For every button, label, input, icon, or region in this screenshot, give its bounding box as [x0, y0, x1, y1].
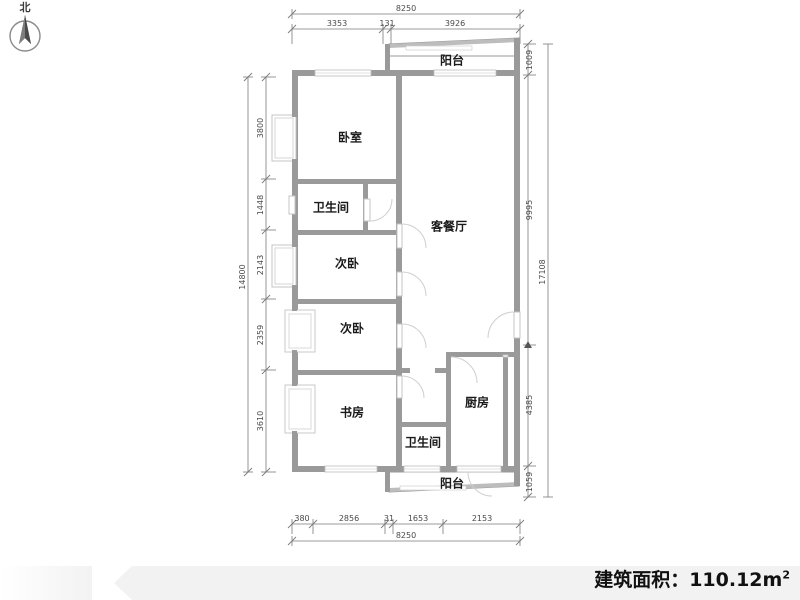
building-area-exponent: 2: [782, 568, 790, 582]
building-area-value: 110.12: [689, 569, 763, 591]
dim-left-overall: 14800: [238, 264, 247, 289]
dim-left-seg-4: 3610: [256, 411, 265, 431]
bay-window-study: [284, 381, 316, 436]
compass-north-label: 北: [19, 1, 31, 14]
door-kitchen: [450, 354, 509, 384]
door-entry: [487, 311, 521, 339]
dim-right-overall: 17108: [538, 259, 547, 284]
room-kitchen: 厨房: [465, 395, 489, 410]
dim-right-seg-3: 1059: [525, 472, 534, 492]
dimension-group-left: 14800 3800 1448 2143 2359 3610: [238, 72, 276, 477]
door-living-dining-upper: [396, 223, 427, 249]
compass-rose: 北: [2, 2, 48, 58]
dim-top-seg-1: 131: [379, 19, 394, 28]
bay-window-bedroom-2: [271, 243, 297, 289]
room-bathroom-2: 卫生间: [405, 435, 441, 450]
room-secondary-bedroom-2: 次卧: [340, 321, 364, 336]
bay-windows-group: [271, 113, 316, 436]
door-bathroom-1: [363, 198, 393, 222]
compass-north-icon: [9, 15, 41, 52]
dim-left-seg-0: 3800: [256, 118, 265, 138]
dimension-group-right: 1009 9995 4385 1059 17108: [523, 39, 553, 502]
walls-group: [292, 37, 520, 493]
bay-window-master-bedroom: [271, 113, 297, 163]
building-area-unit: m: [762, 569, 783, 591]
room-master-bedroom: 卧室: [338, 130, 362, 145]
dim-right-seg-0: 1009: [525, 50, 534, 70]
room-balcony-bottom: 阳台: [440, 476, 464, 491]
door-bedroom-2: [396, 271, 427, 297]
bay-window-bedroom-3: [284, 306, 316, 355]
dim-bottom-overall: 8250: [396, 531, 416, 540]
dimension-group-bottom: 380 2856 31 1653 2153 8250: [287, 514, 525, 546]
door-study: [396, 375, 425, 399]
room-labels-group: 阳台 卧室 卫生间 次卧 次卧 书房 客餐厅 厨房 卫生间 阳台: [313, 53, 489, 491]
dim-bottom-seg-2: 31: [384, 514, 394, 523]
dim-left-seg-1: 1448: [256, 195, 265, 215]
dim-left-seg-2: 2143: [256, 255, 265, 275]
dim-top-seg-2: 3926: [445, 19, 465, 28]
room-study: 书房: [340, 405, 364, 420]
door-balcony-bottom: [467, 471, 493, 497]
room-secondary-bedroom-1: 次卧: [335, 256, 359, 271]
dim-bottom-seg-3: 1653: [408, 514, 428, 523]
dim-left-seg-3: 2359: [256, 325, 265, 345]
doors-group: [363, 198, 521, 497]
dim-bottom-seg-0: 380: [294, 514, 309, 523]
dim-bottom-seg-1: 2856: [339, 514, 359, 523]
dim-top-overall: 8250: [396, 4, 416, 13]
room-living-dining: 客餐厅: [430, 219, 467, 234]
building-area-caption: 建筑面积：110.12m2: [594, 565, 790, 592]
footer-band: [0, 566, 800, 600]
dim-top-seg-0: 3353: [327, 19, 347, 28]
dim-bottom-seg-4: 2153: [472, 514, 492, 523]
door-bedroom-3: [396, 323, 427, 349]
building-area-prefix: 建筑面积：: [594, 569, 690, 591]
dimension-group-top: 8250 3353 131 3926: [287, 4, 525, 44]
dim-right-seg-1: 9995: [525, 200, 534, 220]
window-bathroom-1: [288, 195, 296, 215]
dim-right-seg-2: 4385: [525, 395, 534, 415]
room-bathroom-1: 卫生间: [313, 200, 349, 215]
room-balcony-top: 阳台: [440, 53, 464, 68]
wall-windows-group: [314, 45, 502, 491]
